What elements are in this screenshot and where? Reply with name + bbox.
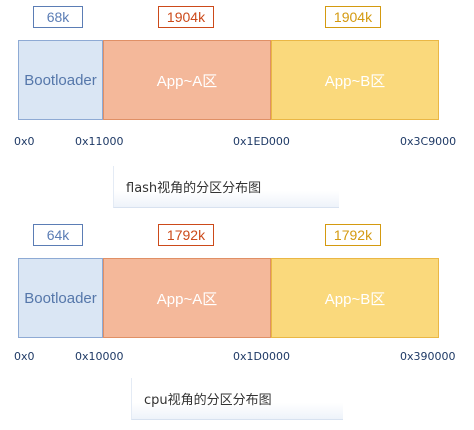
cpu-address-app-b: 0x1D0000	[233, 350, 290, 363]
cpu-segment-app-b: App~B区	[271, 258, 439, 338]
cpu-segment-app-a: App~A区	[103, 258, 271, 338]
flash-segment-app-a: App~A区	[103, 40, 271, 120]
flash-address-start: 0x0	[14, 135, 35, 148]
flash-address-end: 0x3C9000	[400, 135, 457, 148]
cpu-size-app-b: 1792k	[325, 224, 381, 246]
cpu-caption: cpu视角的分区分布图	[131, 378, 343, 420]
cpu-segment-bootloader: Bootloader	[18, 258, 103, 338]
flash-caption: flash视角的分区分布图	[113, 166, 339, 208]
flash-address-app-b: 0x1ED000	[233, 135, 290, 148]
flash-size-bootloader: 68k	[33, 6, 83, 28]
flash-size-app-a: 1904k	[158, 6, 214, 28]
flash-address-app-a: 0x11000	[75, 135, 124, 148]
cpu-address-end: 0x390000	[400, 350, 456, 363]
cpu-address-start: 0x0	[14, 350, 35, 363]
cpu-size-bootloader: 64k	[33, 224, 83, 246]
cpu-size-app-a: 1792k	[158, 224, 214, 246]
flash-size-app-b: 1904k	[325, 6, 381, 28]
flash-segment-bootloader: Bootloader	[18, 40, 103, 120]
cpu-address-app-a: 0x10000	[75, 350, 124, 363]
flash-segment-app-b: App~B区	[271, 40, 439, 120]
